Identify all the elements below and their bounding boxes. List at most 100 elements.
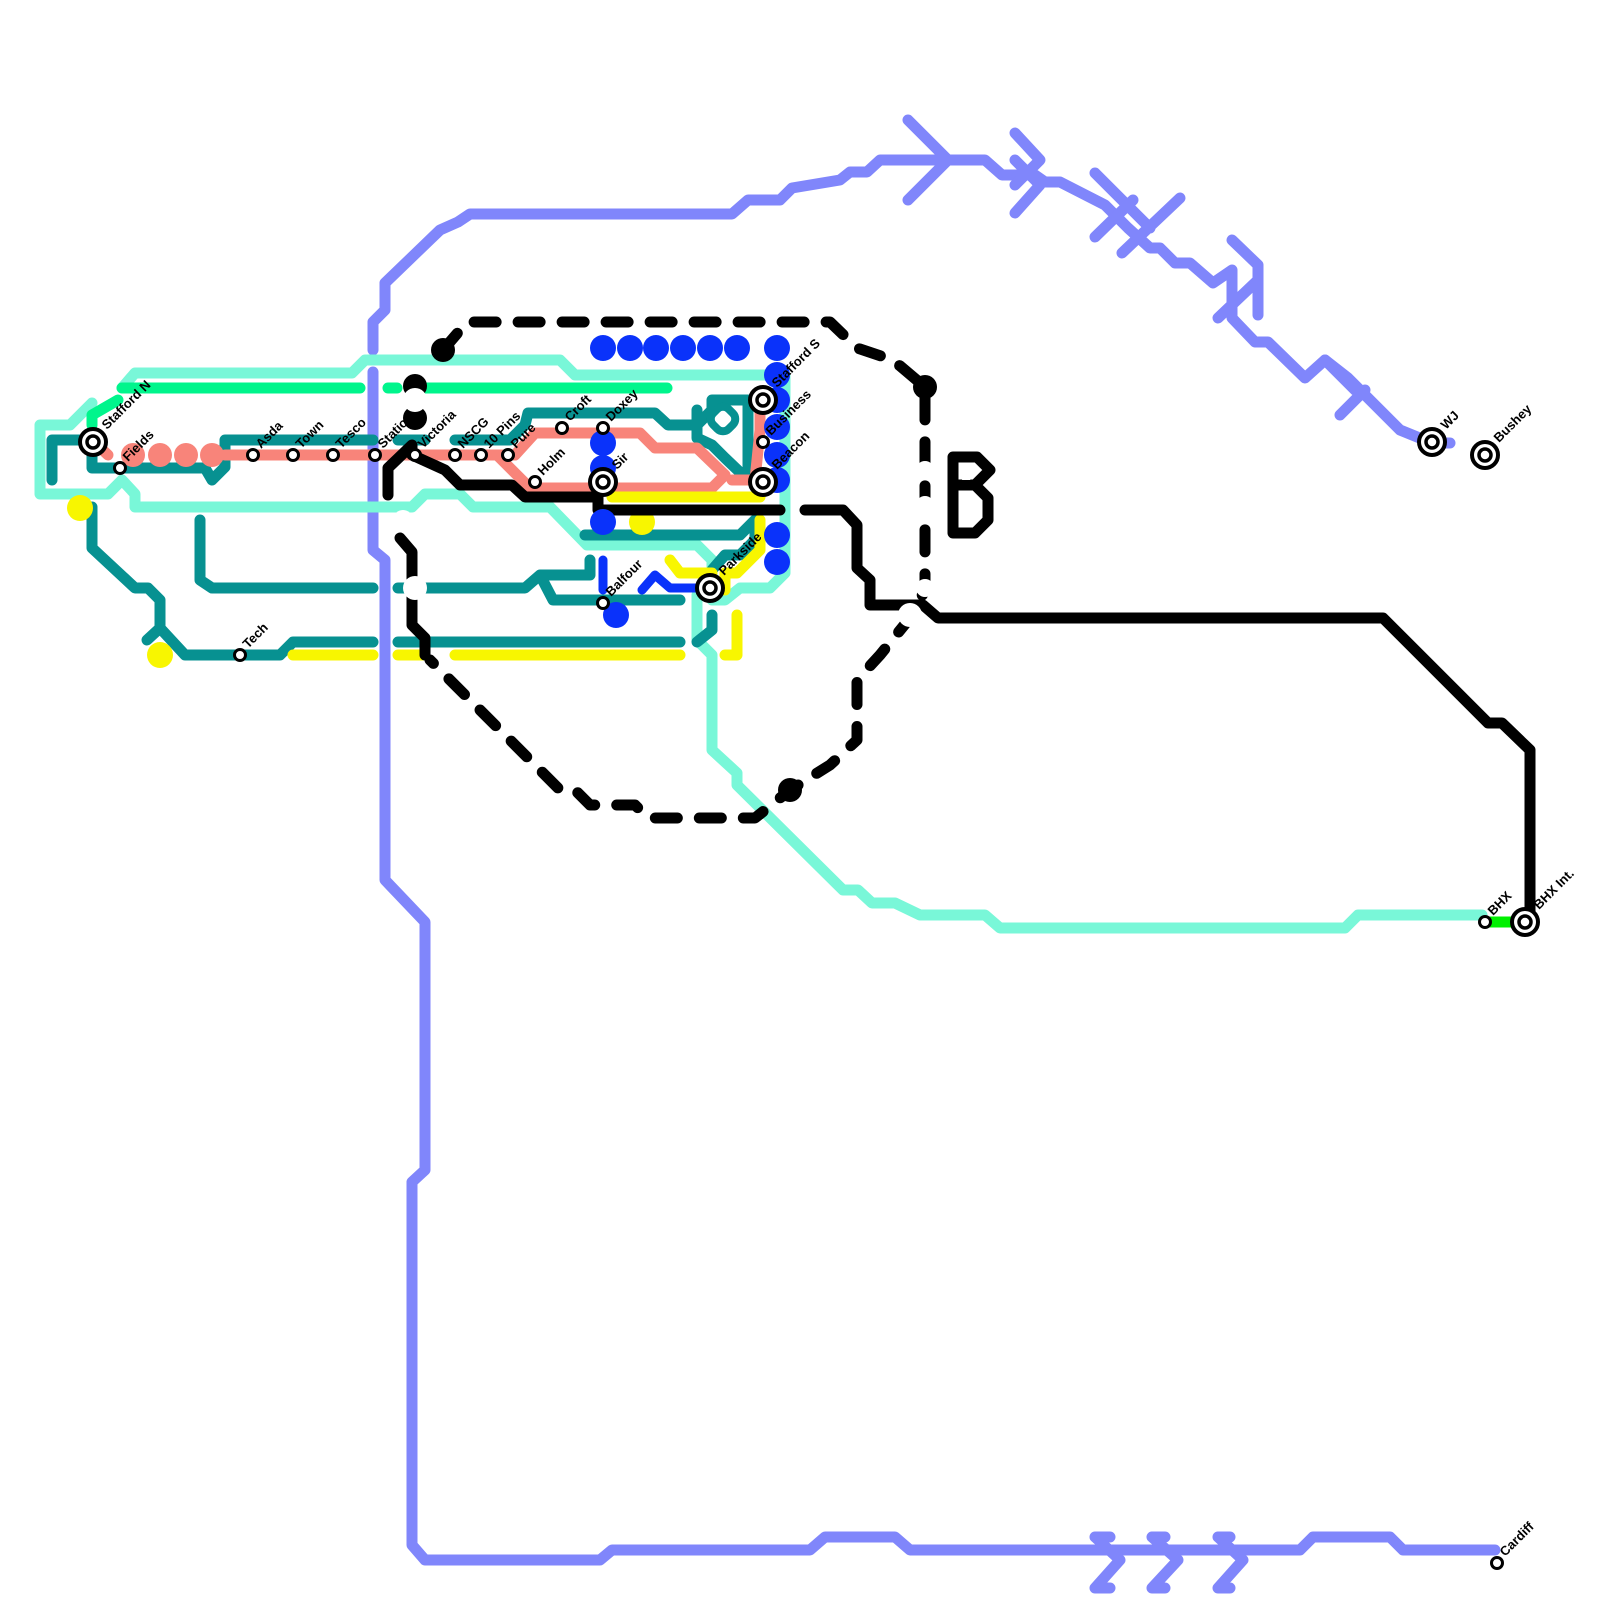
line-gap <box>898 603 922 627</box>
interchange-inner-ring <box>595 474 611 490</box>
black-main-line-spur <box>394 532 431 661</box>
blue-dot <box>764 414 790 440</box>
station-label: BHX Int. <box>1531 866 1577 912</box>
black-main-line-east <box>799 504 1536 934</box>
blue-dot <box>764 442 790 468</box>
teal-line-south <box>392 514 761 648</box>
station-bushey[interactable]: Bushey <box>1470 401 1535 470</box>
periwinkle-arrow-chevron-icon-1 <box>902 114 954 206</box>
station-cardiff[interactable]: Cardiff <box>1490 1518 1538 1570</box>
station-stop-icon <box>528 475 542 489</box>
station-stop-icon <box>448 448 462 462</box>
interchange-inner-ring <box>755 392 771 408</box>
blue-dot <box>697 335 723 361</box>
blue-dot <box>617 335 643 361</box>
station-stop-icon <box>246 448 260 462</box>
station-stop-icon <box>1478 915 1492 929</box>
station-label: WJ <box>1438 408 1462 432</box>
station-stop-icon <box>286 448 300 462</box>
periwinkle-arrow-chevron-icon-5 <box>1319 354 1371 421</box>
station-stop-icon <box>756 435 770 449</box>
logo-inner-cutout <box>960 470 979 518</box>
teal-line-spur <box>194 514 379 594</box>
blue-dot <box>590 430 616 456</box>
yellow-line <box>287 491 766 661</box>
white-gaps <box>393 388 934 627</box>
blue-dot <box>603 602 629 628</box>
aqua-line-north <box>116 354 791 606</box>
blue-dot <box>764 549 790 575</box>
blue-dot <box>764 522 790 548</box>
blue-dot <box>590 509 616 535</box>
station-label: Asda <box>253 417 287 451</box>
loop-terminal-cap <box>403 406 427 430</box>
line-gap <box>916 579 934 597</box>
interchange-inner-ring <box>1424 434 1440 450</box>
station-label: BHX <box>1485 888 1515 918</box>
station-stop-icon <box>326 448 340 462</box>
mint-line-segment-1 <box>86 382 366 431</box>
blue-line-segment <box>598 555 717 595</box>
station-label: Cardiff <box>1497 1518 1538 1559</box>
station-stop-icon <box>113 461 127 475</box>
network-logo-icon <box>947 451 996 539</box>
black-loop-line <box>424 316 931 824</box>
line-gap <box>393 510 413 530</box>
blue-dot <box>724 335 750 361</box>
black-main-line-west <box>382 439 786 516</box>
blue-dot <box>643 335 669 361</box>
station-stop-icon <box>596 596 610 610</box>
interchange-inner-ring <box>1517 914 1533 930</box>
station-label: Tesco <box>333 415 370 452</box>
station-stop-icon <box>1490 1556 1504 1570</box>
mint-line <box>86 382 673 431</box>
line-gap <box>403 388 427 412</box>
line-gap <box>403 576 427 600</box>
periwinkle-arrow-chevron-icon-6 <box>1089 1531 1126 1594</box>
teal-line-branch-south <box>86 501 379 661</box>
black-loop-line-path <box>424 316 931 824</box>
station-stop-icon <box>501 448 515 462</box>
periwinkle-arrow-chevron-icon-3 <box>1089 167 1186 259</box>
station-label: Tech <box>240 620 271 651</box>
line-gap <box>916 461 934 479</box>
station-stop-icon <box>368 448 382 462</box>
yellow-dot <box>147 642 173 668</box>
interchange-inner-ring <box>702 580 718 596</box>
interchange-inner-ring <box>755 474 771 490</box>
loop-terminal-cap <box>778 778 802 802</box>
blue-dot <box>590 335 616 361</box>
black-main-line <box>382 439 1536 934</box>
station-stop-icon <box>233 648 247 662</box>
periwinkle-line-south-east <box>1109 1531 1501 1556</box>
loop-terminal-cap <box>913 375 937 399</box>
yellow-dot <box>67 495 93 521</box>
loop-terminal-cap <box>431 338 455 362</box>
blue-dot <box>670 335 696 361</box>
station-stop-icon <box>408 448 422 462</box>
line-gap <box>916 496 934 514</box>
station-wj[interactable]: WJ <box>1417 408 1462 457</box>
station-stop-icon <box>596 421 610 435</box>
blue-dot <box>764 335 790 361</box>
interchange-inner-ring <box>85 434 101 450</box>
station-holm[interactable]: Holm <box>528 445 569 489</box>
station-bhx-int[interactable]: BHX Int. <box>1510 866 1577 937</box>
salmon-dot <box>174 443 198 467</box>
station-label: Bushey <box>1491 401 1535 445</box>
teal-station-ring <box>706 402 740 436</box>
yellow-line-east <box>664 514 766 596</box>
interchange-inner-ring <box>1477 447 1493 463</box>
blue-dot <box>764 362 790 388</box>
station-stop-icon <box>474 448 488 462</box>
salmon-dot <box>121 443 145 467</box>
station-label: Holm <box>535 445 569 479</box>
station-sir[interactable]: Sir <box>588 449 631 497</box>
periwinkle-arrow-chevron-icon-4 <box>1212 234 1264 324</box>
salmon-dot <box>148 443 172 467</box>
yellow-line-south <box>287 609 743 661</box>
salmon-dots <box>121 443 224 467</box>
blue-line-solid <box>598 555 717 595</box>
station-stop-icon <box>555 421 569 435</box>
salmon-dot <box>200 443 224 467</box>
